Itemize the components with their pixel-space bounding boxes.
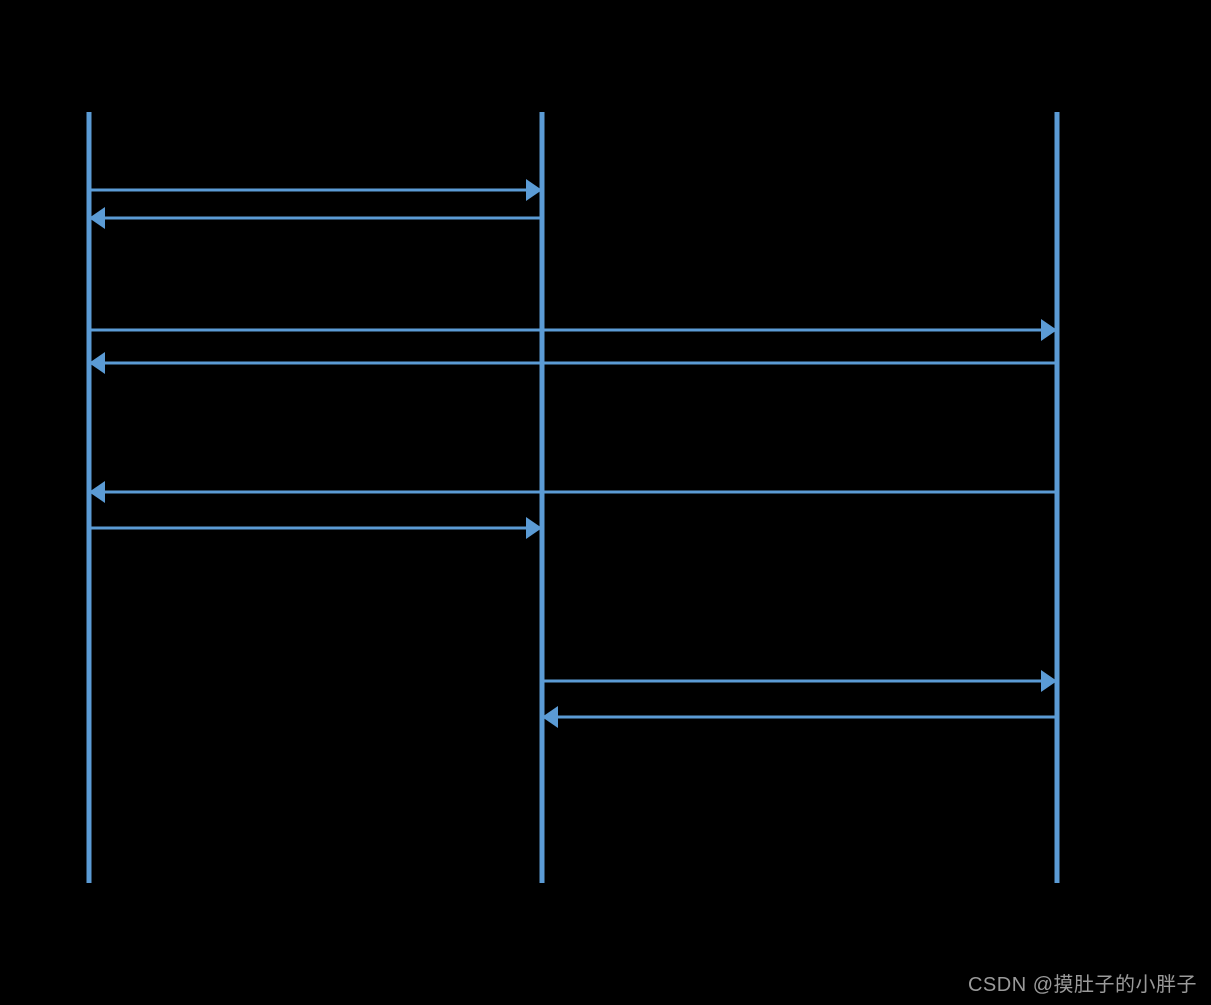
message-4-arrowhead: [89, 352, 105, 374]
message-6-arrowhead: [526, 517, 542, 539]
csdn-watermark: CSDN @摸肚子的小胖子: [967, 974, 1197, 996]
message-7-arrowhead: [1041, 670, 1057, 692]
messages-group: [89, 179, 1057, 728]
message-2-arrowhead: [89, 207, 105, 229]
message-5-arrowhead: [89, 481, 105, 503]
message-8-arrowhead: [542, 706, 558, 728]
lifelines-group: [86, 112, 1060, 883]
message-1-arrowhead: [526, 179, 542, 201]
message-3-arrowhead: [1041, 319, 1057, 341]
